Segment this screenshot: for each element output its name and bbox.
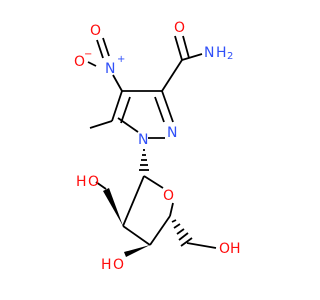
bond-c4-c5-double <box>120 96 131 124</box>
amide-sub2-label: 2 <box>227 51 233 62</box>
bond-nitro-o-top-a <box>96 39 104 59</box>
bond-c4-c3-ribose <box>149 215 171 246</box>
bond-c3-n2-double <box>154 96 165 123</box>
wedge-c2-oh <box>103 188 123 226</box>
bond-c2-c1-ribose <box>122 175 145 227</box>
nitro-o-minus-label: O <box>74 54 85 70</box>
ring-n1-label: N <box>138 132 148 148</box>
nitro-plus-label: + <box>117 54 125 65</box>
bond-c2-oh <box>95 181 107 190</box>
bond-c3-n2 <box>161 90 174 123</box>
bond-nitro-o-top-b <box>102 37 110 57</box>
bond-c3-c2-ribose <box>122 225 151 246</box>
ch2oh-o-label: O <box>219 241 230 257</box>
bond-c4-c5 <box>111 90 123 122</box>
hashed-bond-n1-c1 <box>139 149 149 171</box>
amide-h-label: H <box>216 45 227 61</box>
bond-o-ring-c4 <box>169 202 174 217</box>
c2-oh-h-label: H <box>76 174 87 190</box>
bond-c3-amide-c <box>161 59 183 92</box>
nitro-n-label: N <box>105 61 115 77</box>
amide-n-label: N <box>204 45 214 61</box>
ring-n2-label: N <box>167 125 177 141</box>
molecule-diagram: O N + O − O N H 2 N N O H O H O O H <box>74 20 241 273</box>
ring-o-label: O <box>163 188 174 204</box>
bond-c4-nitro <box>112 74 123 92</box>
minus-label: − <box>84 49 92 60</box>
bond-ch2-oh <box>186 242 217 249</box>
bond-nitro-o-minus <box>87 61 97 67</box>
bond-c5-n1 <box>117 117 139 133</box>
c3-oh-h-label: H <box>101 257 112 273</box>
bond-c1-o-ring <box>143 175 164 189</box>
structure-svg: O N + O − O N H 2 N N O H O H O O H <box>74 20 241 273</box>
ch2oh-h-label: H <box>230 241 241 257</box>
c2-oh-o-label: O <box>88 174 99 190</box>
hashed-bond-c4-ch2 <box>171 219 193 247</box>
bond-amide-c-n <box>181 53 203 61</box>
wedge-c3-oh <box>124 245 150 257</box>
nitro-o-top-label: O <box>90 23 101 39</box>
bond-amide-c-o-b <box>182 35 190 59</box>
c3-oh-o-label: O <box>113 257 124 273</box>
bond-c5-methyl <box>89 120 113 129</box>
bond-amide-c-o-a <box>174 35 183 61</box>
amide-o-label: O <box>174 20 185 36</box>
